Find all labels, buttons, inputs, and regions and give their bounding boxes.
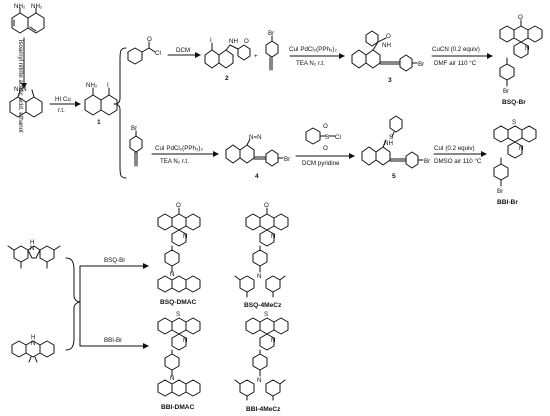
benzoyl-o: O bbox=[147, 36, 152, 43]
sulfonyl-s: S bbox=[325, 134, 329, 141]
sonogashira-bottom-condition-2: TEA N₂ r.t. bbox=[160, 158, 189, 165]
benzenesulfonyl-chloride-structure bbox=[305, 127, 336, 145]
compound-2-iodine: I bbox=[210, 37, 212, 44]
sonogashira-top-condition-2: TEA N₂ r.t. bbox=[296, 60, 325, 67]
sonogashira-top-condition: CuI PdCl₂(PPh₃)₂ bbox=[289, 46, 337, 53]
bsq-4mecz-label: BSQ-4MeCz bbox=[244, 302, 282, 309]
sonogashira-bottom-condition: CuI PdCl₂(PPh₃)₂ bbox=[155, 145, 203, 152]
compound-3-structure bbox=[351, 30, 418, 72]
benzoyl-cl: Cl bbox=[155, 50, 161, 57]
diaminonaphthalene-structure bbox=[11, 7, 45, 34]
bsq-4mecz-n-top: N bbox=[271, 233, 275, 240]
cui-condition-2: DMSO air 110 °C bbox=[434, 158, 482, 165]
bsq-br-br: Br bbox=[503, 88, 509, 95]
acridan-h: H bbox=[31, 334, 35, 341]
nh2-label-left: NH₂ bbox=[14, 3, 26, 10]
plus-sign: + bbox=[254, 53, 258, 60]
dcm-condition-top: DCM bbox=[176, 47, 190, 54]
bsq-br-label: BSQ-Br bbox=[502, 99, 526, 106]
compound-5-nh: NH bbox=[384, 140, 393, 147]
bbi-4mecz-s: S bbox=[264, 311, 268, 318]
bbi-br-n: N bbox=[519, 145, 523, 152]
bbi-br-coupling-arrow bbox=[79, 301, 149, 349]
compound-2-o: O bbox=[244, 38, 249, 45]
bbi-4mecz-n-bottom: N bbox=[257, 377, 261, 384]
bsq-dmac-structure bbox=[157, 207, 201, 293]
hi-cu-condition: HI Cu bbox=[55, 96, 71, 103]
naphthotriazine-structure bbox=[9, 89, 43, 118]
diazotization-condition: isoamyl nitrite acetic acid, ethanol bbox=[17, 40, 24, 133]
dcm-pyridine-condition: DCM pyridine bbox=[302, 160, 340, 167]
bsq-br-coupling-arrow bbox=[79, 263, 149, 303]
bbi-br-label: BBI-Br bbox=[497, 199, 518, 206]
bromophenylacetylene-top-structure bbox=[265, 35, 279, 71]
acridan-n: N bbox=[31, 340, 35, 347]
tetramethylcarbazole-structure bbox=[7, 245, 61, 269]
compound-2-nh: NH bbox=[229, 38, 238, 45]
bsq-dmac-o: O bbox=[176, 202, 181, 209]
bsq-4mecz-n-bottom: N bbox=[257, 273, 261, 280]
compound-2-label: 2 bbox=[225, 75, 229, 82]
bsq-4mecz-structure bbox=[234, 207, 289, 298]
bbi-dmac-n-bottom: N bbox=[170, 375, 174, 382]
bromophenylacetylene-top-br: Br bbox=[268, 30, 274, 37]
bsq-br-o: O bbox=[518, 14, 523, 21]
compound-4-br: Br bbox=[284, 156, 290, 163]
branch-brace-top bbox=[113, 47, 127, 179]
bbi-dmac-label: BBI-DMAC bbox=[161, 404, 195, 411]
bbi-br-br: Br bbox=[497, 188, 503, 195]
donor-brace bbox=[65, 257, 81, 351]
bsq-dmac-n-top: N bbox=[183, 233, 187, 240]
bbi-dmac-structure bbox=[157, 317, 201, 397]
sulfonyl-o-top: O bbox=[323, 123, 328, 130]
carbazole-h: H bbox=[30, 239, 34, 246]
triazine-label: N=N bbox=[14, 86, 27, 93]
bbi-br-reagent: BBI-Br bbox=[104, 337, 122, 344]
bbi-4mecz-n-top: N bbox=[271, 337, 275, 344]
compound-1-iodine: I bbox=[107, 82, 109, 89]
benzoyl-chloride-structure bbox=[127, 41, 156, 65]
compound-5-structure bbox=[361, 115, 424, 169]
dimethylacridan-structure bbox=[11, 340, 55, 363]
compound-3-br: Br bbox=[418, 61, 424, 68]
bbi-4mecz-structure bbox=[234, 317, 289, 401]
bromophenylacetylene-bottom-br: Br bbox=[131, 125, 137, 132]
cui-condition: CuI (0.2 equiv) bbox=[434, 145, 475, 152]
bsq-br-n: N bbox=[525, 45, 529, 52]
compound-4-n: N=N bbox=[249, 134, 262, 141]
compound-5-s: S bbox=[389, 134, 393, 141]
compound-1-nh2: NH₂ bbox=[86, 82, 98, 89]
bbi-br-structure bbox=[493, 125, 537, 187]
compound-5-br: Br bbox=[424, 158, 430, 165]
bbi-4mecz-label: BBI-4MeCz bbox=[246, 406, 281, 413]
compound-3-nh: NH bbox=[382, 42, 391, 49]
compound-4-label: 4 bbox=[255, 173, 259, 180]
compound-5-label: 5 bbox=[392, 173, 396, 180]
cucn-condition-2: DMF air 110 °C bbox=[434, 60, 477, 67]
compound-2-structure bbox=[204, 42, 251, 69]
compound-4-structure bbox=[225, 138, 284, 167]
compound-1-label: 1 bbox=[97, 119, 101, 126]
nh2-label-right: NH₂ bbox=[31, 3, 43, 10]
sulfonyl-cl: Cl bbox=[335, 134, 341, 141]
bbi-dmac-s: S bbox=[176, 311, 180, 318]
bromophenylacetylene-bottom-structure bbox=[129, 130, 143, 167]
compound-3-label: 3 bbox=[388, 77, 392, 84]
bsq-dmac-n-bottom: N bbox=[170, 271, 174, 278]
bsq-4mecz-o: O bbox=[264, 202, 269, 209]
bsq-br-structure bbox=[499, 19, 543, 87]
compound-3-o: O bbox=[386, 33, 391, 40]
sulfonyl-o-bottom: O bbox=[323, 145, 328, 152]
compound-1-structure bbox=[84, 87, 118, 116]
bsq-br-reagent: BSQ-Br bbox=[104, 257, 125, 264]
cucn-condition: CuCN (0.2 equiv) bbox=[432, 46, 480, 53]
bsq-dmac-label: BSQ-DMAC bbox=[160, 299, 197, 306]
bbi-br-s: S bbox=[512, 119, 516, 126]
carbazole-n: N bbox=[30, 245, 34, 252]
rt-condition-1: r.t. bbox=[58, 107, 65, 114]
bbi-dmac-n-top: N bbox=[183, 337, 187, 344]
